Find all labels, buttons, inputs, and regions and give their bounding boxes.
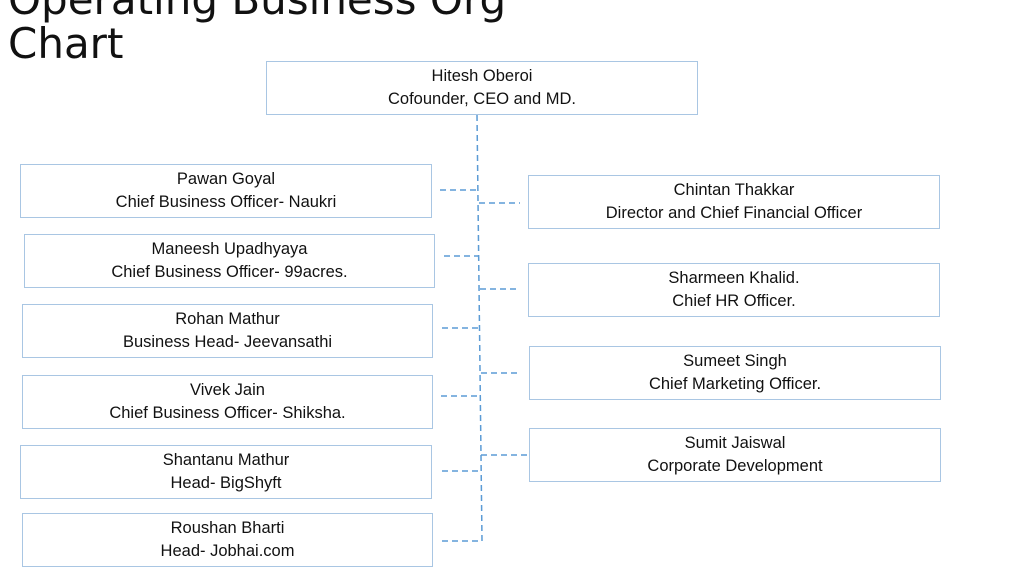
node-name: Roushan Bharti bbox=[170, 519, 285, 537]
node-role: Corporate Development bbox=[647, 457, 823, 475]
right-node-2: Sharmeen Khalid. Chief HR Officer. bbox=[528, 263, 940, 317]
node-name: Chintan Thakkar bbox=[673, 181, 795, 199]
node-role: Chief Business Officer- 99acres. bbox=[111, 263, 348, 281]
left-node-6: Roushan Bharti Head- Jobhai.com bbox=[22, 513, 433, 567]
page-title: Operating Business Org Chart bbox=[8, 0, 608, 66]
root-node: Hitesh Oberoi Cofounder, CEO and MD. bbox=[266, 61, 698, 115]
node-role: Director and Chief Financial Officer bbox=[605, 204, 863, 222]
node-name: Pawan Goyal bbox=[176, 170, 276, 188]
left-node-5: Shantanu Mathur Head- BigShyft bbox=[20, 445, 432, 499]
left-node-3: Rohan Mathur Business Head- Jeevansathi bbox=[22, 304, 433, 358]
root-role: Cofounder, CEO and MD. bbox=[387, 90, 576, 108]
node-name: Sharmeen Khalid. bbox=[668, 269, 800, 287]
node-name: Vivek Jain bbox=[190, 381, 265, 399]
left-node-2: Maneesh Upadhyaya Chief Business Officer… bbox=[24, 234, 435, 288]
node-name: Maneesh Upadhyaya bbox=[151, 240, 308, 258]
right-node-1: Chintan Thakkar Director and Chief Finan… bbox=[528, 175, 940, 229]
trunk-connector bbox=[476, 114, 483, 542]
node-name: Rohan Mathur bbox=[175, 310, 280, 328]
node-name: Sumit Jaiswal bbox=[684, 434, 786, 452]
node-role: Business Head- Jeevansathi bbox=[122, 333, 333, 351]
left-node-1: Pawan Goyal Chief Business Officer- Nauk… bbox=[20, 164, 432, 218]
root-name: Hitesh Oberoi bbox=[431, 67, 533, 85]
node-role: Head- Jobhai.com bbox=[160, 542, 295, 560]
node-role: Chief Marketing Officer. bbox=[648, 375, 822, 393]
right-node-3: Sumeet Singh Chief Marketing Officer. bbox=[529, 346, 941, 400]
page-title-line-2: Chart bbox=[8, 19, 124, 68]
node-name: Sumeet Singh bbox=[683, 352, 787, 370]
left-node-4: Vivek Jain Chief Business Officer- Shiks… bbox=[22, 375, 433, 429]
right-node-4: Sumit Jaiswal Corporate Development bbox=[529, 428, 941, 482]
node-role: Head- BigShyft bbox=[170, 474, 282, 492]
node-role: Chief HR Officer. bbox=[672, 292, 796, 310]
node-role: Chief Business Officer- Shiksha. bbox=[109, 404, 346, 422]
node-name: Shantanu Mathur bbox=[162, 451, 290, 469]
page-title-line-1: Operating Business Org bbox=[8, 0, 608, 22]
node-role: Chief Business Officer- Naukri bbox=[115, 193, 337, 211]
